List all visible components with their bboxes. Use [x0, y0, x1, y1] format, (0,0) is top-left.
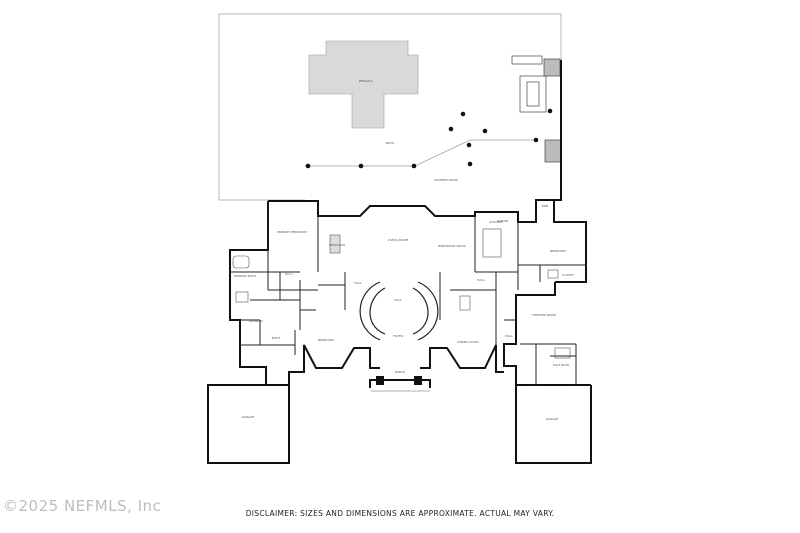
label-breakfast-nook: BREAKFAST NOOK — [438, 244, 466, 248]
label-dining-room: DINING ROOM — [457, 340, 479, 344]
pergola — [308, 40, 419, 129]
label-primary-bath: PRIMARY BATH — [234, 274, 256, 278]
label-hall-4: HALL — [505, 334, 513, 338]
label-covered-patio: COVERED PATIO — [434, 178, 459, 182]
label-foyer: FOYER — [393, 334, 403, 338]
fixtures — [232, 228, 571, 359]
label-bedroom-3: BEDROOM — [318, 338, 334, 342]
porch — [369, 376, 431, 392]
label-closet: CLOSET — [562, 273, 574, 277]
room-labels: PERGOLA PATIO COVERED PATIO PRIMARY BEDR… — [234, 79, 574, 421]
interior-walls — [230, 201, 586, 385]
label-garage-1: GARAGE — [242, 415, 255, 419]
label-bedroom-1: BEDROOM — [329, 243, 345, 247]
label-living-room: LIVING ROOM — [388, 238, 409, 242]
disclaimer-text: DISCLAIMER: SIZES AND DIMENSIONS ARE APP… — [245, 509, 555, 518]
label-primary-bedroom: PRIMARY BEDROOM — [277, 230, 307, 234]
label-wic: W.I.C. — [285, 272, 294, 276]
label-bath: BATH — [272, 336, 280, 340]
label-porch: PORCH — [395, 370, 405, 374]
label-hall-3: HALL — [477, 278, 485, 282]
garages — [207, 384, 592, 464]
staircases — [359, 281, 439, 341]
label-half-bath: HALF BATH — [553, 363, 570, 367]
label-hall-1: HALL — [354, 281, 362, 285]
label-hall-2: HALL — [394, 298, 402, 302]
label-den: DEN — [542, 204, 548, 208]
watermark-logo: ©2025 NEFMLS, Inc — [3, 497, 162, 515]
label-bedroom-2: BEDROOM — [550, 249, 566, 253]
label-patio: PATIO — [386, 141, 395, 145]
patio-columns — [305, 108, 553, 169]
label-theater-room: THEATER ROOM — [531, 313, 556, 317]
outdoor-kitchen — [511, 55, 562, 163]
label-garage-2: GARAGE — [546, 417, 559, 421]
label-pantry: PANTRY — [497, 219, 509, 223]
label-pergola: PERGOLA — [359, 79, 374, 83]
label-laundry: LAUNDRY — [249, 319, 263, 323]
label-kitchen: KITCHEN — [490, 220, 503, 224]
house-walls — [229, 60, 591, 386]
